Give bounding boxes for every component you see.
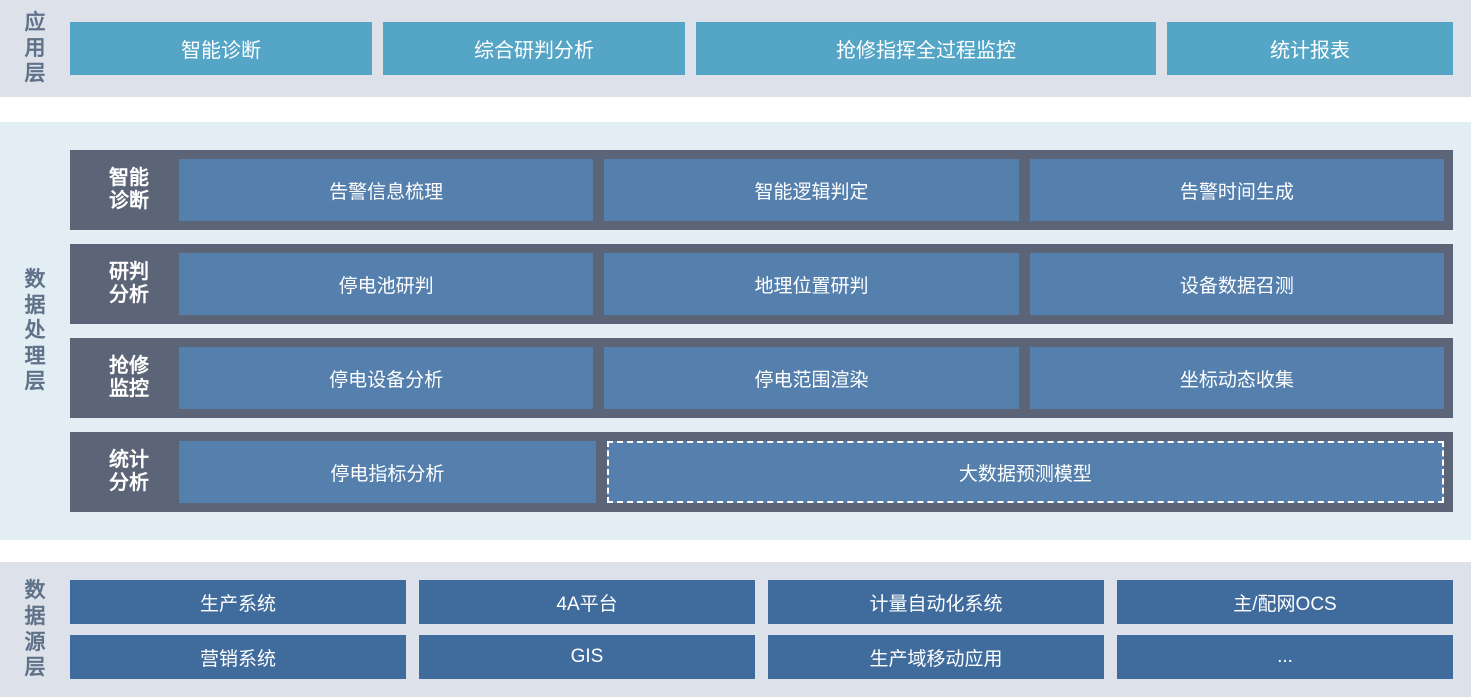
proc-row-statistical-analysis: 统计 分析 停电指标分析 大数据预测模型 [70,432,1453,512]
proc-row-label: 统计 分析 [79,449,179,495]
proc-box-coordinate-dynamic-collection[interactable]: 坐标动态收集 [1029,347,1444,409]
data-processing-layer-label: 数 据 处 理 层 [0,122,70,540]
layer-label-char: 据 [24,293,46,317]
app-box-statistical-report[interactable]: 统计报表 [1167,22,1453,75]
layer-label-char: 处 [24,319,46,343]
layer-label-char: 数 [24,267,46,291]
data-source-layer-band: 数 据 源 层 生产系统 4A平台 计量自动化系统 主/配网OCS 营销系统 G… [0,562,1471,697]
proc-row-label-line: 分析 [109,284,149,306]
proc-box-geo-location-judgment[interactable]: 地理位置研判 [604,253,1019,315]
src-box-gis[interactable]: GIS [419,635,755,679]
proc-box-outage-scope-rendering[interactable]: 停电范围渲染 [604,347,1019,409]
proc-row-analysis-judgment: 研判 分析 停电池研判 地理位置研判 设备数据召测 [70,244,1453,324]
proc-row-label: 抢修 监控 [79,355,179,401]
src-box-main-distribution-ocs[interactable]: 主/配网OCS [1117,580,1453,624]
data-source-layer-label-text: 数 据 源 层 [25,578,46,680]
data-source-layer-label: 数 据 源 层 [0,562,70,697]
data-source-layer-content: 生产系统 4A平台 计量自动化系统 主/配网OCS 营销系统 GIS 生产域移动… [70,562,1471,697]
application-layer-label-text: 应 用 层 [25,10,46,87]
proc-row-cells: 停电池研判 地理位置研判 设备数据召测 [179,253,1444,315]
proc-row-intelligent-diagnosis: 智能 诊断 告警信息梳理 智能逻辑判定 告警时间生成 [70,150,1453,230]
layer-label-char: 用 [24,36,46,60]
app-box-comprehensive-analysis[interactable]: 综合研判分析 [383,22,685,75]
src-box-production-mobile-app[interactable]: 生产域移动应用 [768,635,1104,679]
proc-row-label-line: 分析 [109,472,149,494]
proc-box-big-data-prediction-model[interactable]: 大数据预测模型 [606,441,1444,503]
src-box-marketing-system[interactable]: 营销系统 [70,635,406,679]
data-processing-layer-content: 智能 诊断 告警信息梳理 智能逻辑判定 告警时间生成 研判 分析 停电池研判 地… [70,122,1471,540]
proc-box-alarm-time-generation[interactable]: 告警时间生成 [1029,159,1444,221]
data-processing-layer-label-text: 数 据 处 理 层 [25,267,46,395]
proc-row-label-line: 监控 [109,378,149,400]
src-box-production-system[interactable]: 生产系统 [70,580,406,624]
data-source-row-1: 生产系统 4A平台 计量自动化系统 主/配网OCS [70,580,1453,624]
app-box-repair-monitoring[interactable]: 抢修指挥全过程监控 [696,22,1156,75]
proc-box-device-data-polling[interactable]: 设备数据召测 [1029,253,1444,315]
application-layer-band: 应 用 层 智能诊断 综合研判分析 抢修指挥全过程监控 统计报表 [0,0,1471,97]
proc-row-label-line: 抢修 [109,354,149,377]
app-box-intelligent-diagnosis[interactable]: 智能诊断 [70,22,372,75]
proc-row-label-line: 研判 [109,260,149,283]
proc-row-cells: 告警信息梳理 智能逻辑判定 告警时间生成 [179,159,1444,221]
proc-row-label-line: 智能 [109,166,149,189]
proc-box-alarm-info-sorting[interactable]: 告警信息梳理 [179,159,594,221]
proc-row-label-line: 诊断 [109,190,149,212]
proc-box-intelligent-logic-judgment[interactable]: 智能逻辑判定 [604,159,1019,221]
src-box-4a-platform[interactable]: 4A平台 [419,580,755,624]
proc-row-cells: 停电指标分析 大数据预测模型 [179,441,1444,503]
layer-label-char: 层 [24,656,46,680]
proc-row-label: 研判 分析 [79,261,179,307]
layer-label-char: 数 [24,579,46,603]
data-source-row-2: 营销系统 GIS 生产域移动应用 ... [70,635,1453,679]
layer-label-char: 层 [24,62,46,86]
src-box-more[interactable]: ... [1117,635,1453,679]
proc-box-outage-pool-judgment[interactable]: 停电池研判 [179,253,594,315]
src-box-metering-automation-system[interactable]: 计量自动化系统 [768,580,1104,624]
layer-label-char: 层 [24,370,46,394]
layer-label-char: 源 [24,630,46,654]
proc-row-repair-monitoring: 抢修 监控 停电设备分析 停电范围渲染 坐标动态收集 [70,338,1453,418]
layer-label-char: 据 [24,604,46,628]
proc-row-cells: 停电设备分析 停电范围渲染 坐标动态收集 [179,347,1444,409]
application-layer-content: 智能诊断 综合研判分析 抢修指挥全过程监控 统计报表 [70,0,1471,97]
data-processing-layer-band: 数 据 处 理 层 智能 诊断 告警信息梳理 智能逻辑判定 告警时间生成 研判 … [0,122,1471,540]
layer-label-char: 应 [24,11,46,35]
layer-label-char: 理 [24,344,46,368]
proc-row-label: 智能 诊断 [79,167,179,213]
application-layer-label: 应 用 层 [0,0,70,97]
proc-box-outage-index-analysis[interactable]: 停电指标分析 [179,441,596,503]
proc-box-outage-device-analysis[interactable]: 停电设备分析 [179,347,594,409]
proc-row-label-line: 统计 [109,448,149,471]
